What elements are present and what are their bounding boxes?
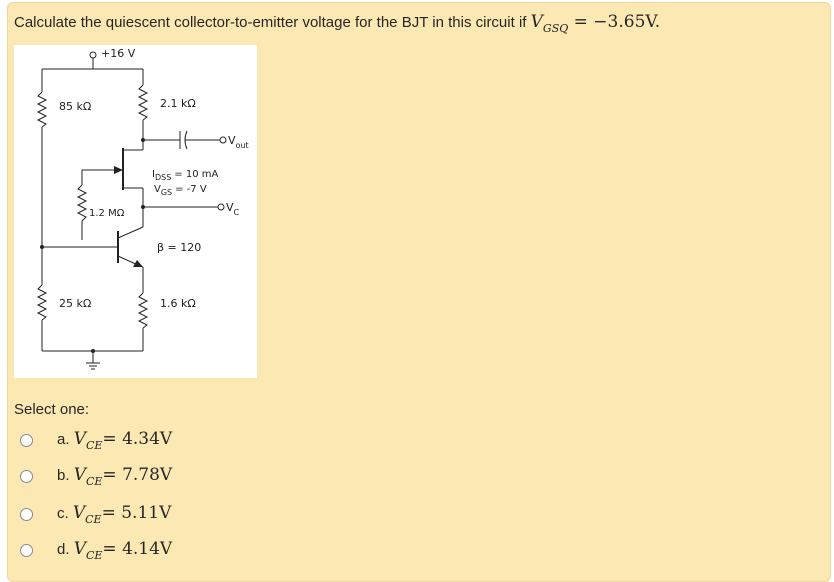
resistor-85k-icon xyxy=(36,91,48,128)
option-b-text: b. VCE= 7.78V xyxy=(57,464,173,488)
r1-label: 85 kΩ xyxy=(59,100,91,113)
question-text: Calculate the quiescent collector-to-emi… xyxy=(14,12,660,35)
resistor-1.2M-icon xyxy=(76,184,88,222)
r-mid-label: 1.2 MΩ xyxy=(89,208,125,219)
vout-label: Vout xyxy=(228,134,249,150)
beta-label: β = 120 xyxy=(157,241,201,254)
idss-label: IDSS= 10 mA xyxy=(152,169,218,182)
question-prefix: Calculate the quiescent collector-to-emi… xyxy=(14,14,527,31)
radio-b[interactable] xyxy=(20,469,33,483)
option-d-text: d. VCE= 4.14V xyxy=(57,538,173,562)
radio-a[interactable] xyxy=(20,433,33,447)
question-formula: VGSQ = −3.65V. xyxy=(530,12,661,35)
select-one-label: Select one: xyxy=(14,401,90,418)
option-a[interactable]: a. VCE= 4.34V xyxy=(20,425,280,455)
vgsq-value: = −3.65V. xyxy=(573,12,661,32)
radio-c[interactable] xyxy=(20,507,33,521)
r2-label: 2.1 kΩ xyxy=(160,97,196,110)
vc-label: VC xyxy=(226,201,240,217)
vgs-label: VGS= -7 V xyxy=(154,184,207,197)
r4-label: 1.6 kΩ xyxy=(160,297,196,310)
option-b[interactable]: b. VCE= 7.78V xyxy=(20,461,280,491)
r3-label: 25 kΩ xyxy=(59,297,91,310)
vout-terminal-icon xyxy=(219,136,227,144)
vgsq-var: V xyxy=(530,12,543,32)
option-c-text: c. VCE= 5.11V xyxy=(57,502,172,526)
vc-terminal-icon xyxy=(217,203,225,211)
circuit-diagram: +16 V 85 kΩ 2.1 kΩ Vout IDSS= 10 mA VGS=… xyxy=(14,45,257,378)
option-a-text: a. VCE= 4.34V xyxy=(57,428,173,452)
resistor-2.1k-icon xyxy=(137,84,149,121)
option-c[interactable]: c. VCE= 5.11V xyxy=(20,499,280,529)
circuit-svg: +16 V 85 kΩ 2.1 kΩ Vout IDSS= 10 mA VGS=… xyxy=(36,47,249,370)
option-d[interactable]: d. VCE= 4.14V xyxy=(20,535,280,565)
supply-label: +16 V xyxy=(101,47,136,60)
resistor-1.6k-icon xyxy=(137,292,149,329)
resistor-25k-icon xyxy=(36,284,48,321)
supply-terminal-icon xyxy=(89,51,97,59)
radio-d[interactable] xyxy=(20,543,33,557)
vgsq-sub: GSQ xyxy=(542,22,569,35)
